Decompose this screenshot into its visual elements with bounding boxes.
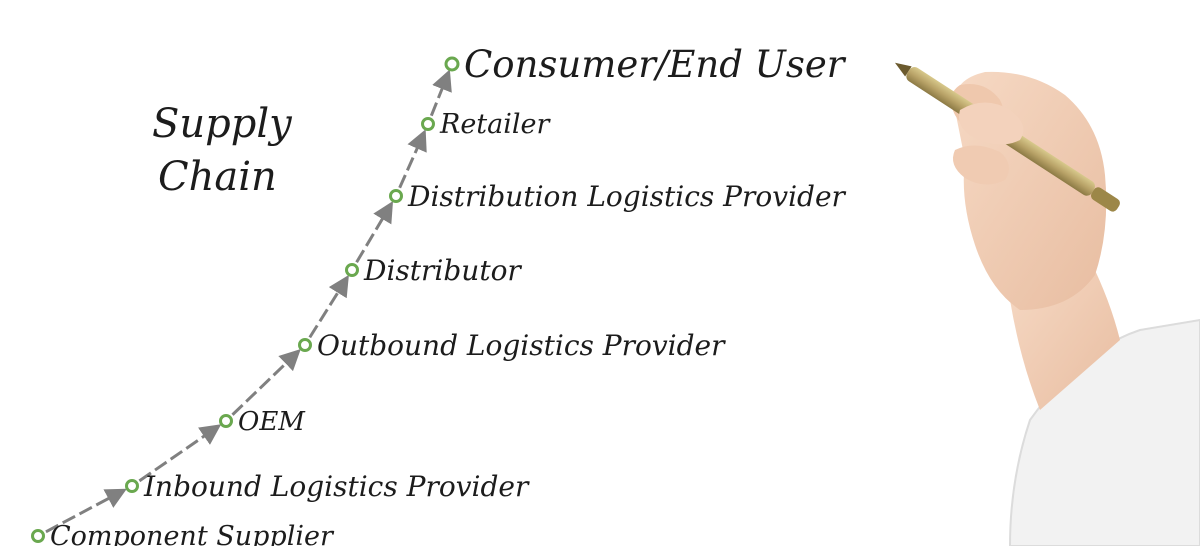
flow-arrow xyxy=(429,69,452,117)
hand-with-pen-icon xyxy=(894,62,1200,546)
supply-chain-step: OEM xyxy=(219,407,306,437)
flow-arrow xyxy=(398,129,427,189)
supply-chain-steps: Component Supplier Inbound Logistics Prov… xyxy=(31,43,847,546)
flow-arrow xyxy=(138,424,222,483)
step-label: Inbound Logistics Provider xyxy=(143,470,530,503)
flow-arrows xyxy=(45,69,452,534)
step-label: Distribution Logistics Provider xyxy=(407,180,847,213)
middle-finger-shape xyxy=(952,145,1009,185)
step-label: OEM xyxy=(238,407,306,437)
step-label: Distributor xyxy=(363,254,522,287)
step-label: Component Supplier xyxy=(50,521,335,546)
diagram-title-line2: Chain xyxy=(158,154,277,200)
step-node-circle xyxy=(31,529,45,543)
supply-chain-step: Distribution Logistics Provider xyxy=(389,180,847,213)
step-label: Retailer xyxy=(439,109,552,140)
flow-arrow xyxy=(355,200,394,264)
step-node-circle xyxy=(444,56,460,72)
flow-arrow xyxy=(45,488,127,534)
index-finger-shape xyxy=(959,102,1024,145)
flow-arrow xyxy=(308,274,349,339)
step-node-circle xyxy=(298,338,312,352)
step-node-circle xyxy=(389,189,403,203)
diagram-title-line1: Supply xyxy=(152,101,293,147)
supply-chain-step: Distributor xyxy=(345,254,522,287)
step-node-circle xyxy=(219,414,233,428)
step-label: Consumer/End User xyxy=(464,43,847,86)
supply-chain-step: Component Supplier xyxy=(31,521,335,546)
step-node-circle xyxy=(421,117,435,131)
step-node-circle xyxy=(125,479,139,493)
supply-chain-step: Consumer/End User xyxy=(444,43,847,86)
supply-chain-step: Inbound Logistics Provider xyxy=(125,470,530,503)
supply-chain-step: Outbound Logistics Provider xyxy=(298,329,726,362)
flow-arrow xyxy=(231,349,301,416)
step-node-circle xyxy=(345,263,359,277)
supply-chain-step: Retailer xyxy=(421,109,552,140)
step-label: Outbound Logistics Provider xyxy=(317,329,726,362)
